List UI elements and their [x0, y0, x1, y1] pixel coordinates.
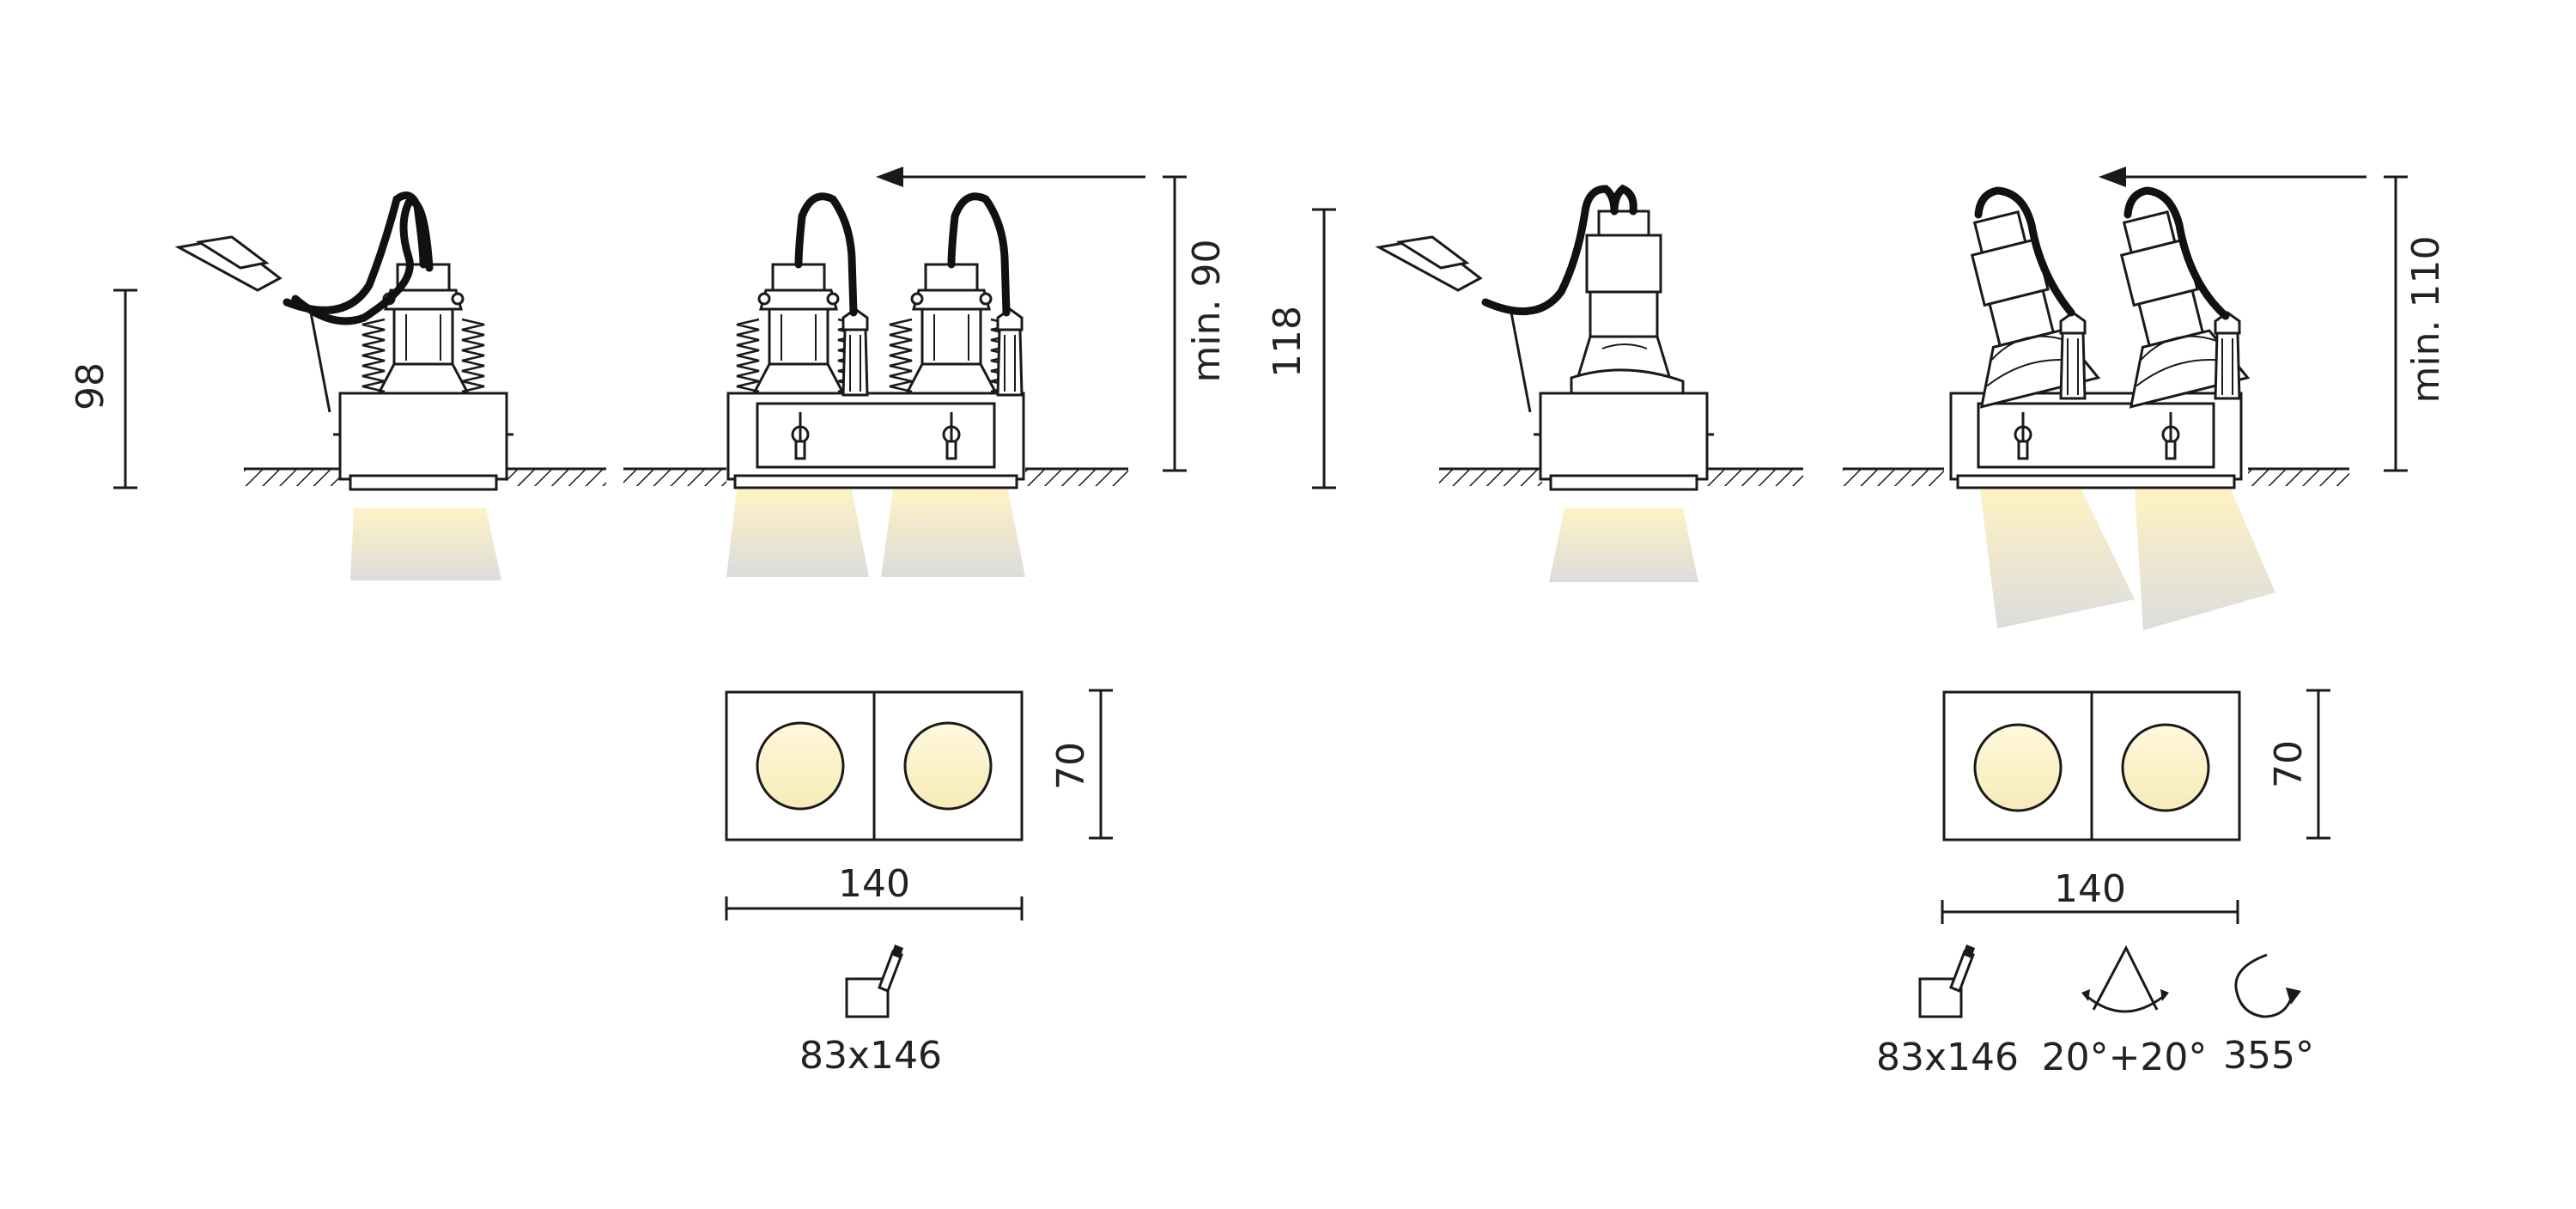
label-tilt: 20°+20° — [2042, 1036, 2208, 1079]
mounting-box-icon — [845, 945, 903, 1018]
label-70: 70 — [2267, 740, 2311, 788]
dim-front-width — [725, 896, 1024, 920]
mounting-box-icon — [1918, 945, 1975, 1018]
transformer-box — [174, 235, 331, 413]
label-min-110: min. 110 — [2404, 236, 2448, 404]
rotation-icon — [2234, 953, 2301, 1018]
dim-front-height — [2306, 689, 2330, 840]
label-70: 70 — [1049, 742, 1093, 790]
light-beam-a — [1980, 489, 2135, 629]
label-140: 140 — [2054, 867, 2126, 911]
arrow-insertion — [876, 167, 1145, 187]
light-beam-b — [881, 489, 1025, 577]
ceiling-hatch-left — [244, 467, 606, 486]
ceiling-hatch-center — [623, 467, 1128, 486]
dim-adjustable-single-height — [1312, 208, 1336, 489]
adjustable-single-section: 118 — [1266, 184, 1803, 582]
adjustable-double-section: min. 110 — [1843, 167, 2448, 630]
transformer-box — [1375, 235, 1532, 413]
ceiling-hatch-far-right — [1843, 467, 2349, 486]
label-cutout: 83x146 — [1876, 1036, 2019, 1079]
label-rotation: 355° — [2223, 1034, 2314, 1078]
front-view-adjustable: 70 140 83x146 20°+20° 355° — [1876, 689, 2330, 1079]
dim-fixed-double-depth — [1163, 175, 1187, 472]
lens-a — [1973, 723, 2063, 812]
light-beam — [1549, 508, 1698, 582]
dim-front-height — [1089, 689, 1113, 840]
light-beam — [350, 508, 501, 580]
light-beam-b — [2135, 489, 2275, 630]
fixed-double-section: min. 90 — [623, 167, 1229, 577]
label-118: 118 — [1266, 306, 1309, 378]
front-view-fixed: 70 140 83x146 — [725, 689, 1113, 1078]
housing — [1539, 392, 1709, 481]
lens-b — [903, 721, 993, 811]
ceiling-hatch-right — [1439, 467, 1803, 486]
light-beam-a — [726, 489, 869, 577]
arrow-insertion — [2099, 167, 2366, 187]
label-cutout: 83x146 — [799, 1034, 942, 1078]
lens-b — [2121, 723, 2210, 812]
fixed-single-section: 98 — [69, 191, 606, 580]
label-140: 140 — [838, 862, 910, 906]
dim-fixed-single-height — [113, 289, 137, 489]
lens-a — [756, 721, 845, 811]
tilt-angle-icon — [2081, 945, 2169, 1013]
adjustable-spot — [1570, 210, 1685, 395]
dim-front-width — [1941, 900, 2239, 924]
housing — [338, 392, 508, 481]
dim-adjustable-double-depth — [2384, 175, 2408, 472]
label-98: 98 — [69, 362, 112, 410]
label-min-90: min. 90 — [1185, 240, 1229, 383]
